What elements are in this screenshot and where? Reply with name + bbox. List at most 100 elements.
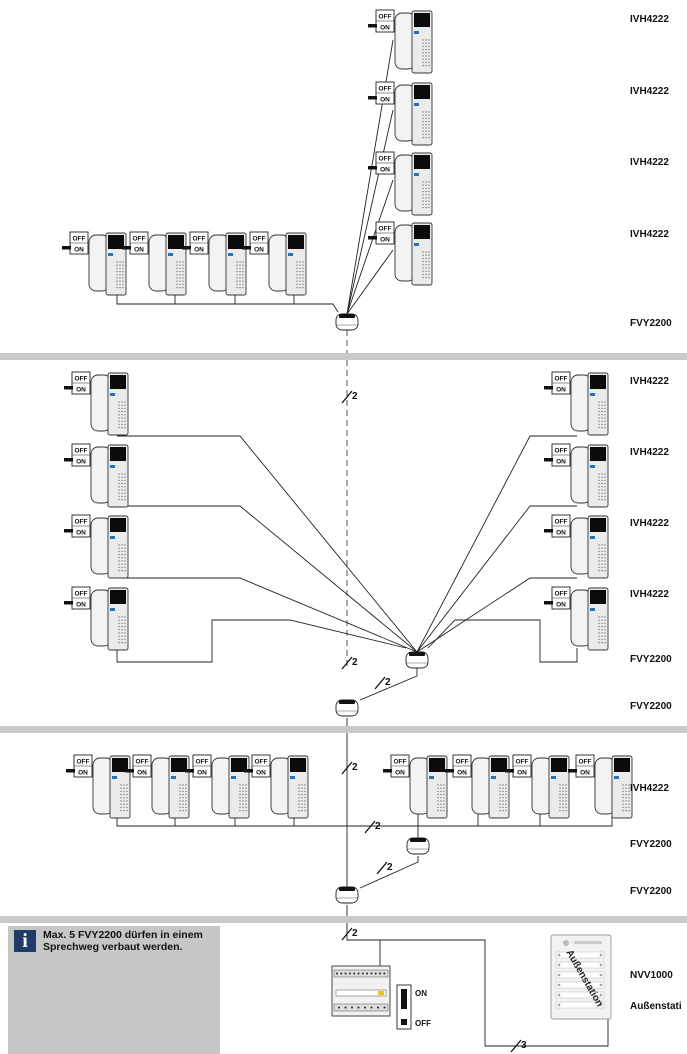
switch-lever — [64, 529, 73, 533]
switch-on-label: ON — [76, 459, 86, 466]
psu-led — [378, 991, 384, 995]
section-divider — [0, 916, 687, 923]
monitor-screen — [429, 758, 445, 772]
status-led — [414, 103, 419, 106]
monitor-screen — [590, 518, 606, 532]
switch-off-label: OFF — [516, 759, 529, 766]
status-led — [168, 253, 173, 256]
ivh4222-label: IVH4222 — [630, 229, 669, 240]
status-led — [429, 776, 434, 779]
switch-on-label: ON — [380, 97, 390, 104]
bridge-terminal — [409, 652, 425, 656]
bus-wire — [346, 39, 394, 315]
bus-wire — [116, 619, 407, 663]
info-icon: i — [14, 930, 36, 952]
ivh4222-monitor: OFF ON — [62, 231, 127, 296]
ivh4222-label: IVH4222 — [630, 447, 669, 458]
switch-off-label: OFF — [193, 236, 206, 243]
switch-on-label: ON — [74, 247, 84, 254]
status-led — [108, 253, 113, 256]
bus-wire — [359, 856, 419, 889]
fvy2200-bridge — [335, 313, 359, 331]
switch-off-label: OFF — [555, 519, 568, 526]
switch-lever — [445, 769, 454, 773]
switch-lever — [242, 246, 251, 250]
switch-off-label: OFF — [75, 376, 88, 383]
monitor-screen — [171, 758, 187, 772]
switch-lever — [122, 246, 131, 250]
switch-lever — [185, 769, 194, 773]
bus-wire-count-label: 2 — [352, 762, 358, 773]
switch-on-label: ON — [380, 25, 390, 32]
status-led — [110, 608, 115, 611]
monitor-screen — [414, 155, 430, 169]
fvy2200-label: FVY2200 — [630, 701, 672, 712]
ivh4222-label: IVH4222 — [630, 518, 669, 529]
name-button — [555, 1001, 605, 1009]
ivh4222-label: IVH4222 — [630, 86, 669, 97]
monitor-screen — [110, 590, 126, 604]
name-button — [555, 961, 605, 969]
ivh4222-label: IVH4222 — [630, 376, 669, 387]
bus-wire — [380, 939, 609, 1047]
switch-on-label: ON — [556, 530, 566, 537]
switch-off-label: OFF — [379, 14, 392, 21]
monitor-screen — [228, 235, 244, 249]
status-led — [590, 608, 595, 611]
monitor-screen — [551, 758, 567, 772]
ivh4222-label: IVH4222 — [630, 783, 669, 794]
status-led — [414, 31, 419, 34]
monitor-screen — [414, 225, 430, 239]
fvy2200-bridge — [335, 699, 359, 717]
power-switch: ON OFF — [396, 984, 431, 1030]
switch-off-label: OFF — [379, 156, 392, 163]
section-divider — [0, 353, 687, 360]
bus-wire-count-label: 2 — [375, 821, 381, 832]
switch-lever — [182, 246, 191, 250]
section-divider — [0, 726, 687, 733]
power-off-label: OFF — [415, 1019, 431, 1028]
monitor-screen — [290, 758, 306, 772]
fvy2200-label: FVY2200 — [630, 654, 672, 665]
switch-off-label: OFF — [555, 591, 568, 598]
monitor-screen — [112, 758, 128, 772]
bus-wire — [346, 179, 394, 315]
nvv1000-label: NVV1000 — [630, 970, 673, 981]
nvv1000-power-supply — [331, 965, 391, 1017]
power-on-label: ON — [415, 989, 427, 998]
switch-on-label: ON — [78, 770, 88, 777]
switch-off-label: OFF — [255, 759, 268, 766]
bus-wire-count-label: 2 — [385, 677, 391, 688]
bus-wire-count: 3 — [510, 1039, 527, 1053]
psu-display — [335, 989, 387, 997]
status-led — [414, 173, 419, 176]
monitor-screen — [414, 13, 430, 27]
status-led — [110, 536, 115, 539]
switch-on-label: ON — [76, 602, 86, 609]
name-button — [555, 971, 605, 979]
status-led — [231, 776, 236, 779]
bus-wire-count: 2 — [341, 390, 358, 404]
switch-lever — [568, 769, 577, 773]
monitor-screen — [231, 758, 247, 772]
status-led — [228, 253, 233, 256]
outdoor-station: Außenstation — [550, 934, 612, 1020]
switch-off-label: OFF — [379, 86, 392, 93]
switch-lever — [368, 24, 377, 28]
info-note-box: i Max. 5 FVY2200 dürfen in einem Sprechw… — [8, 926, 220, 1054]
bus-wire — [117, 435, 418, 653]
switch-lever — [368, 96, 377, 100]
bus-wire — [116, 813, 419, 838]
status-led — [614, 776, 619, 779]
switch-off-label: OFF — [73, 236, 86, 243]
psu-terminals-top — [333, 969, 389, 978]
switch-lever — [544, 386, 553, 390]
switch-on-label: ON — [380, 237, 390, 244]
